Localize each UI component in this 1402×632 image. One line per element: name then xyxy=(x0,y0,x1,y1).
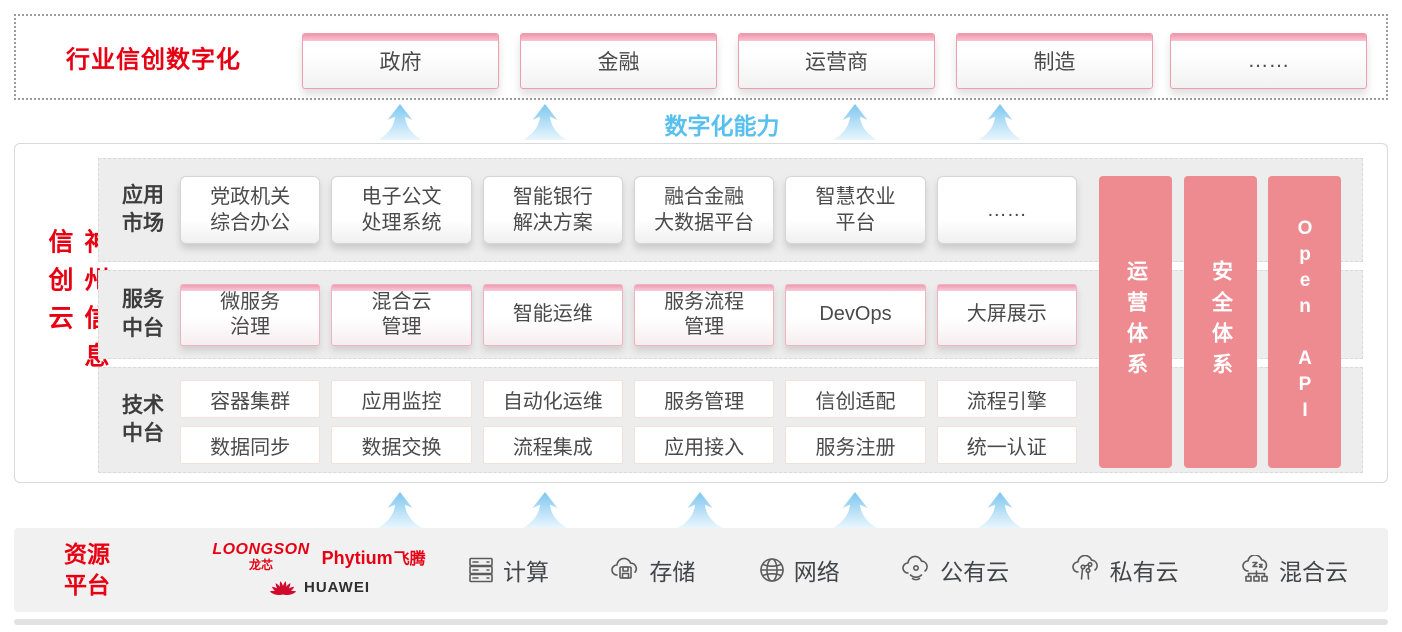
huawei-logo: HUAWEI xyxy=(268,576,370,598)
tech-box: 数据交换 xyxy=(331,426,472,464)
resource-platform-panel: 资源 平台 LOONGSON 龙芯 Phytium 飞腾 xyxy=(14,528,1388,612)
storage-icon xyxy=(611,557,638,579)
app-box: 融合金融 大数据平台 xyxy=(633,176,775,244)
bottom-divider xyxy=(14,619,1388,625)
app-box-more: …… xyxy=(936,176,1077,244)
service-box: DevOps xyxy=(785,283,926,346)
row-label-tech: 技术 中台 xyxy=(122,393,164,445)
tech-box: 自动化运维 xyxy=(482,380,623,418)
loongson-cn-label: 龙芯 xyxy=(248,558,273,572)
resource-item-public-cloud: 公有云 xyxy=(901,553,1009,587)
up-arrow-icon xyxy=(523,492,567,528)
hybrid-cloud-icon xyxy=(1242,555,1268,582)
tech-box: 应用监控 xyxy=(331,380,472,418)
resource-item-label: 存储 xyxy=(649,559,696,585)
row-label-app-market: 应用 市场 xyxy=(122,183,164,235)
tech-box: 信创适配 xyxy=(785,380,926,418)
loongson-wordmark: LOONGSON xyxy=(212,541,310,558)
service-box: 服务流程 管理 xyxy=(633,283,775,346)
row-label-service: 服务 中台 xyxy=(122,288,164,340)
service-box: 智能运维 xyxy=(482,283,623,346)
up-arrow-icon xyxy=(378,492,422,528)
up-arrow-icon xyxy=(978,104,1022,140)
tech-line-top: 容器集群 应用监控 自动化运维 服务管理 信创适配 流程引擎 xyxy=(180,380,1077,418)
vendor-logos: LOONGSON 龙芯 Phytium 飞腾 xyxy=(204,534,434,606)
up-arrow-icon xyxy=(978,492,1022,528)
phytium-logo: Phytium 飞腾 xyxy=(322,545,426,569)
phytium-cn-label: 飞腾 xyxy=(393,550,426,568)
loongson-logo: LOONGSON 龙芯 xyxy=(212,541,310,572)
resource-item-label: 混合云 xyxy=(1278,559,1348,585)
up-arrow-icon xyxy=(523,104,567,140)
resource-item-storage: 存储 xyxy=(610,553,695,587)
network-icon xyxy=(759,558,784,582)
industry-box-finance: 金融 xyxy=(520,33,717,89)
tech-box: 流程集成 xyxy=(482,426,623,464)
up-arrow-icon xyxy=(678,492,722,528)
industry-box-government: 政府 xyxy=(302,33,499,89)
resource-item-hybrid-cloud: 混合云 xyxy=(1240,553,1348,587)
tech-box: 统一认证 xyxy=(936,426,1077,464)
tech-box: 流程引擎 xyxy=(936,380,1077,418)
resource-item-label: 私有云 xyxy=(1109,559,1179,585)
tech-platform-row: 技术 中台 容器集群 应用监控 自动化运维 服务管理 信创适配 流程引擎 数据同… xyxy=(98,367,1363,473)
capability-label: 数字化能力 xyxy=(664,113,780,139)
huawei-wordmark: HUAWEI xyxy=(304,578,370,596)
private-cloud-icon xyxy=(1071,555,1098,580)
huawei-flower-icon xyxy=(269,581,297,595)
service-box: 大屏展示 xyxy=(936,283,1077,346)
industry-box-more: …… xyxy=(1170,33,1367,89)
app-box: 智慧农业 平台 xyxy=(785,176,926,244)
app-box: 党政机关 综合办公 xyxy=(180,176,321,244)
up-arrow-icon xyxy=(833,104,877,140)
service-platform-row: 服务 中台 微服务 治理 混合云 管理 智能运维 服务流程 管理 DevOps … xyxy=(98,270,1363,359)
industry-box-manufacturing: 制造 xyxy=(956,33,1153,89)
app-market-boxes: 党政机关 综合办公 电子公文 处理系统 智能银行 解决方案 融合金融 大数据平台… xyxy=(180,159,1077,261)
tech-line-bottom: 数据同步 数据交换 流程集成 应用接入 服务注册 统一认证 xyxy=(180,426,1077,464)
app-box: 智能银行 解决方案 xyxy=(482,176,623,244)
app-market-row: 应用 市场 党政机关 综合办公 电子公文 处理系统 智能银行 解决方案 融合金融… xyxy=(98,158,1363,262)
service-boxes: 微服务 治理 混合云 管理 智能运维 服务流程 管理 DevOps 大屏展示 xyxy=(180,271,1077,358)
banner-title: 行业信创数字化 xyxy=(66,46,241,74)
up-arrow-icon xyxy=(833,492,877,528)
resource-item-label: 网络 xyxy=(793,559,840,585)
tech-boxes: 容器集群 应用监控 自动化运维 服务管理 信创适配 流程引擎 数据同步 数据交换… xyxy=(180,380,1077,464)
tech-box: 应用接入 xyxy=(633,426,775,464)
vendor-line-chips: LOONGSON 龙芯 Phytium 飞腾 xyxy=(212,541,426,572)
tech-box: 数据同步 xyxy=(180,426,321,464)
pillar-security: 安全体系 xyxy=(1184,176,1257,468)
resource-item-private-cloud: 私有云 xyxy=(1071,553,1179,587)
pillar-open-api: Open API xyxy=(1268,176,1341,468)
tech-box: 服务管理 xyxy=(633,380,775,418)
pillar-operations: 运营体系 xyxy=(1099,176,1172,468)
resource-item-label: 计算 xyxy=(503,559,549,585)
up-arrow-icon xyxy=(378,104,422,140)
resource-item-network: 网络 xyxy=(757,553,840,587)
resource-item-label: 公有云 xyxy=(940,559,1010,585)
cloud-platform-panel: 神州信息信创云 应用 市场 党政机关 综合办公 电子公文 处理系统 智能银行 解… xyxy=(14,143,1388,483)
industry-banner: 行业信创数字化 政府 金融 运营商 制造 …… xyxy=(14,14,1388,100)
phytium-wordmark: Phytium xyxy=(321,547,393,568)
resource-label: 资源 平台 xyxy=(64,540,110,598)
tech-box: 容器集群 xyxy=(180,380,321,418)
industry-box-telecom: 运营商 xyxy=(738,33,935,89)
resource-items: 计算 存储 xyxy=(466,528,1348,612)
service-box: 混合云 管理 xyxy=(331,283,472,346)
resource-item-compute: 计算 xyxy=(466,553,549,587)
public-cloud-icon xyxy=(902,555,928,581)
service-box: 微服务 治理 xyxy=(180,283,321,346)
compute-icon xyxy=(469,557,493,583)
app-box: 电子公文 处理系统 xyxy=(331,176,472,244)
tech-box: 服务注册 xyxy=(785,426,926,464)
